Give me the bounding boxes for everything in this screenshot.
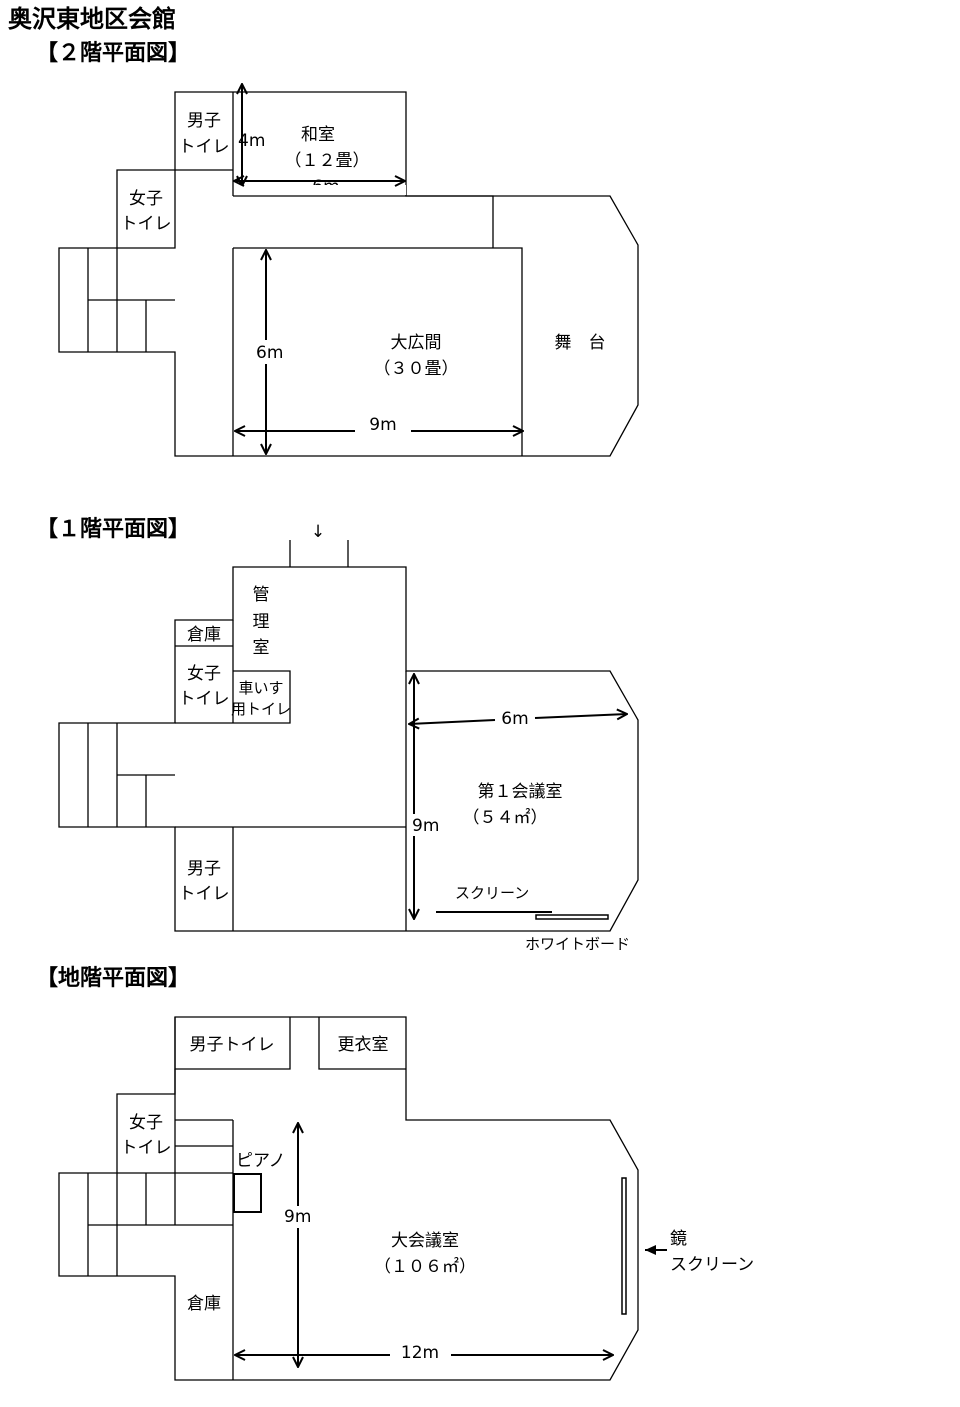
svg-text:トイレ: トイレ [179,689,230,709]
floor1-wheelchair-toilet: 車いす 用トイレ [231,679,291,718]
floor2-heading: 【２階平面図】 [36,41,190,66]
svg-text:（３０畳）: （３０畳） [374,359,459,379]
svg-text:管: 管 [253,585,270,605]
floor1-screen-label: スクリーン [455,884,529,902]
hall-width-label: 9m [369,415,396,435]
svg-text:（１２畳）: （１２畳） [285,151,370,171]
svg-text:女子: 女子 [187,664,221,684]
svg-text:男子: 男子 [187,859,221,879]
svg-text:大会議室: 大会議室 [391,1231,459,1251]
floor1-heading: 【１階平面図】 [36,517,190,542]
meeting-width-label: 6m [501,709,528,729]
floor2-hall: 大広間 （３０畳） [374,333,459,379]
svg-text:トイレ: トイレ [121,1138,172,1158]
floor1-whiteboard-label: ホワイトボード [525,935,630,953]
basement-storage: 倉庫 [187,1294,221,1314]
piano [233,1173,262,1213]
basement-womens-toilet: 女子 トイレ [121,1113,172,1158]
svg-text:和室: 和室 [301,125,335,145]
svg-text:大広間: 大広間 [391,333,442,353]
svg-text:（５４㎡）: （５４㎡） [463,808,548,828]
floor1-mens-toilet: 男子 トイレ [179,859,230,904]
floor1-whiteboard [535,914,609,920]
svg-text:第１会議室: 第１会議室 [478,782,563,802]
basement-width-label: 12m [401,1343,439,1363]
washitsu-depth-label: 4m [238,131,265,151]
basement-piano-label: ピアノ [236,1151,285,1171]
basement-depth-label: 9m [284,1207,311,1227]
basement-walls [58,1016,639,1381]
svg-text:男子: 男子 [187,111,221,131]
floor2-walls [58,91,639,457]
basement-changing-room: 更衣室 [338,1035,389,1055]
mirror-label: 鏡 [670,1229,687,1249]
building-title: 奥沢東地区会館 [8,5,176,33]
basement-mens-toilet: 男子トイレ [190,1035,275,1055]
floor2-mens-toilet: 男子 トイレ [179,111,230,157]
basement-plan: 【地階平面図】 男子トイレ 更衣室 女子 トイレ ピアノ 倉庫 大会議 [36,966,754,1381]
floor1-walls [58,540,639,932]
floor1-office: 管 理 室 [253,585,270,658]
svg-text:女子: 女子 [129,1113,163,1133]
floor2-womens-toilet: 女子 トイレ [121,189,172,234]
svg-text:トイレ: トイレ [121,214,172,234]
svg-text:理: 理 [253,612,270,632]
mirror-screen [621,1177,627,1315]
svg-text:（１０６㎡）: （１０６㎡） [374,1257,476,1277]
svg-text:車いす: 車いす [238,679,283,697]
svg-text:室: 室 [253,638,270,658]
floor1-storage: 倉庫 [187,625,221,645]
basement-heading: 【地階平面図】 [36,966,190,991]
meeting-width-arrow-left [409,720,496,724]
mirror-screen-label: スクリーン [670,1255,754,1275]
hall-depth-label: 6m [256,343,283,363]
floor1-meeting-room: 第１会議室 （５４㎡） [463,782,563,828]
entrance-arrow: ↓ [311,522,325,542]
svg-text:用トイレ: 用トイレ [231,700,291,718]
floor2-stage: 舞 台 [555,333,606,353]
basement-hall: 大会議室 （１０６㎡） [374,1231,476,1277]
floor1-womens-toilet: 女子 トイレ [179,664,230,709]
svg-text:女子: 女子 [129,189,163,209]
svg-text:トイレ: トイレ [179,137,230,157]
floor2-washitsu: 和室 （１２畳） [285,125,370,171]
floor2-plan: 【２階平面図】 男子 トイレ 女子 トイレ 和室 （１２畳） 4m [36,41,639,457]
svg-text:トイレ: トイレ [179,884,230,904]
floor1-plan: 【１階平面図】 ↓ 管 理 室 倉庫 女子 トイレ [36,517,639,953]
meeting-depth-label: 9m [412,816,439,836]
meeting-width-arrow-right [534,714,627,718]
